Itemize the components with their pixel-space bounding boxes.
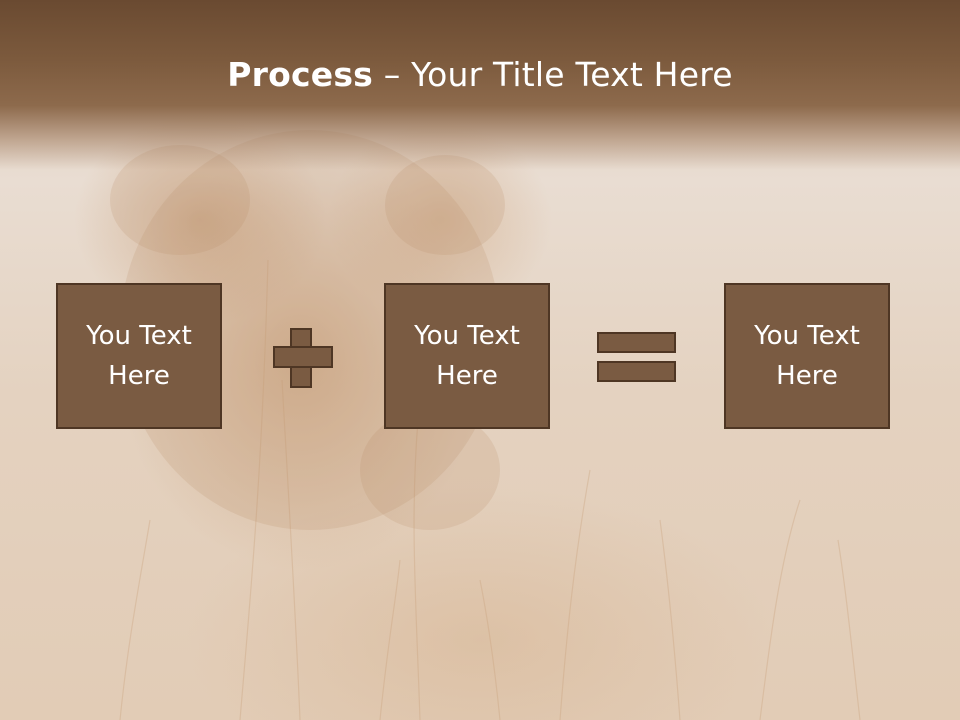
process-box-3[interactable]: You Text Here	[724, 283, 890, 429]
process-box-2[interactable]: You Text Here	[384, 283, 550, 429]
title-bold-text: Process	[227, 55, 374, 94]
slide-title: Process – Your Title Text Here	[0, 52, 960, 98]
process-box-1[interactable]: You Text Here	[56, 283, 222, 429]
title-text: – Your Title Text Here	[373, 55, 733, 94]
title-bar	[0, 0, 960, 170]
